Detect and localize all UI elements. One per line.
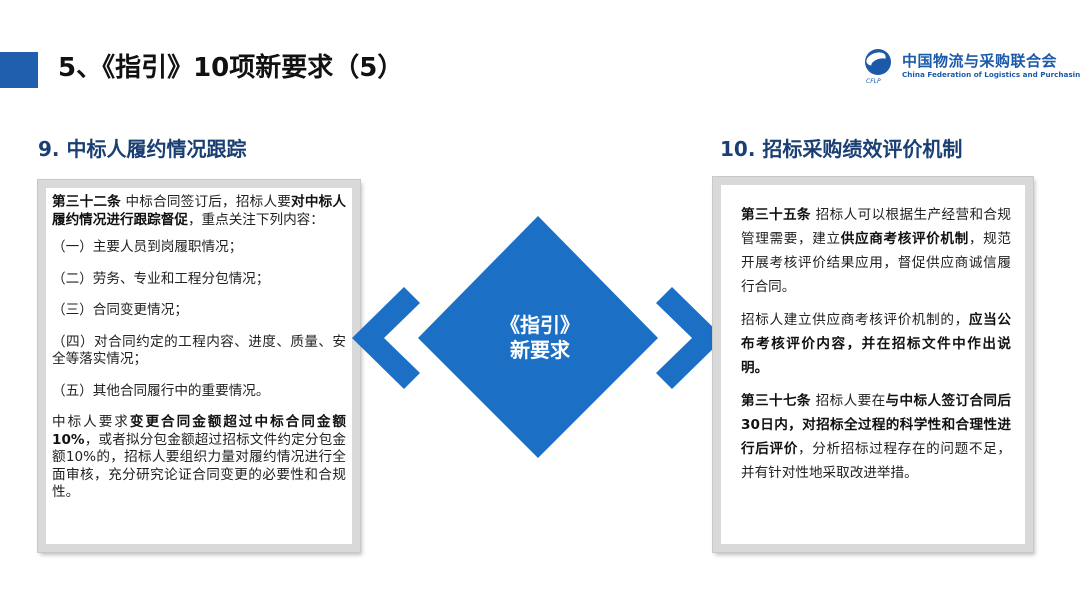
- article-32-paragraph: 第三十二条 中标合同签订后，招标人要对中标人履约情况进行跟踪督促，重点关注下列内…: [52, 194, 346, 229]
- article-label: 第三十二条: [52, 194, 121, 210]
- list-item: （三）合同变更情况；: [52, 302, 188, 318]
- paragraph-text: 招标人可以根据生产经营和合规管理需要，建立: [741, 207, 1012, 247]
- center-diagram: [352, 216, 724, 458]
- paragraph-text: ，规范开展考核评价结果应用，督促供应商诚信履行合同。: [741, 231, 1012, 295]
- left-section-heading: 9. 中标人履约情况跟踪: [38, 137, 247, 161]
- list-item: （四）对合同约定的工程内容、进度、质量、安全等落实情况；: [52, 333, 346, 368]
- center-label-line2: 新要求: [510, 338, 570, 362]
- emphasis-text: 变更合同金额超过中标合同金额10%: [52, 414, 346, 448]
- list-item: （一）主要人员到岗履职情况；: [52, 239, 243, 255]
- page-title: 5、《指引》10项新要求（5）: [58, 53, 404, 83]
- paragraph-text: ，或者拟分包金额超过招标文件约定分包金额10%的，招标人要组织力量对履约情况进行…: [52, 431, 346, 501]
- logo-english-name: China Federation of Logistics and Purcha…: [902, 70, 1080, 79]
- paragraph-text: 招标人建立供应商考核评价机制的，: [741, 312, 969, 328]
- paragraph-text: ，分析招标过程存在的问题不足，并有针对性地采取改进举措。: [741, 441, 1012, 481]
- article-label: 第三十五条: [741, 207, 811, 223]
- evaluation-publication-paragraph: 招标人建立供应商考核评价机制的，应当公布考核评价内容，并在招标文件中作出说明。: [741, 308, 1011, 380]
- contract-change-paragraph: 中标人要求变更合同金额超过中标合同金额10%，或者拟分包金额超过招标文件约定分包…: [52, 414, 346, 502]
- left-chevron-icon: [352, 287, 420, 389]
- center-label: 《指引》 新要求: [470, 313, 610, 363]
- article-35-paragraph: 第三十五条 招标人可以根据生产经营和合规管理需要，建立供应商考核评价机制，规范开…: [741, 203, 1011, 299]
- article-37-paragraph: 第三十七条 招标人要在与中标人签订合同后30日内，对招标全过程的科学性和合理性进…: [741, 389, 1011, 485]
- logo-chinese-name: 中国物流与采购联合会: [902, 52, 1058, 70]
- left-content-panel: 第三十二条 中标合同签订后，招标人要对中标人履约情况进行跟踪督促，重点关注下列内…: [38, 180, 360, 552]
- paragraph-text: 中标人要求: [52, 414, 130, 430]
- globe-logo-icon: [865, 49, 891, 75]
- center-diamond: [418, 216, 658, 458]
- center-label-line1: 《指引》: [500, 313, 580, 337]
- emphasis-text: 应当公布考核评价内容，并在招标文件中作出说明。: [741, 312, 1012, 376]
- list-item: （五）其他合同履行中的重要情况。: [52, 382, 270, 399]
- emphasis-text: 供应商考核评价机制: [840, 231, 969, 247]
- right-content-panel: 第三十五条 招标人可以根据生产经营和合规管理需要，建立供应商考核评价机制，规范开…: [713, 177, 1033, 552]
- paragraph-text: 招标人要在: [810, 393, 886, 409]
- list-item: （二）劳务、专业和工程分包情况；: [52, 270, 270, 287]
- logo: CFLP 中国物流与采购联合会 China Federation of Logi…: [862, 48, 1080, 85]
- title-accent-bar: [0, 52, 38, 88]
- emphasis-text: 对中标人履约情况进行跟踪督促: [52, 194, 347, 228]
- logo-tag: CFLP: [866, 78, 881, 85]
- article-label: 第三十七条: [741, 393, 811, 409]
- right-chevron-icon: [656, 287, 724, 389]
- right-section-heading: 10. 招标采购绩效评价机制: [720, 137, 963, 161]
- paragraph-text: ，重点关注下列内容：: [187, 211, 324, 228]
- paragraph-text: 中标合同签订后，招标人要: [120, 194, 292, 210]
- emphasis-text: 与中标人签订合同后30日内，对招标全过程的科学性和合理性进行后评价: [741, 393, 1012, 457]
